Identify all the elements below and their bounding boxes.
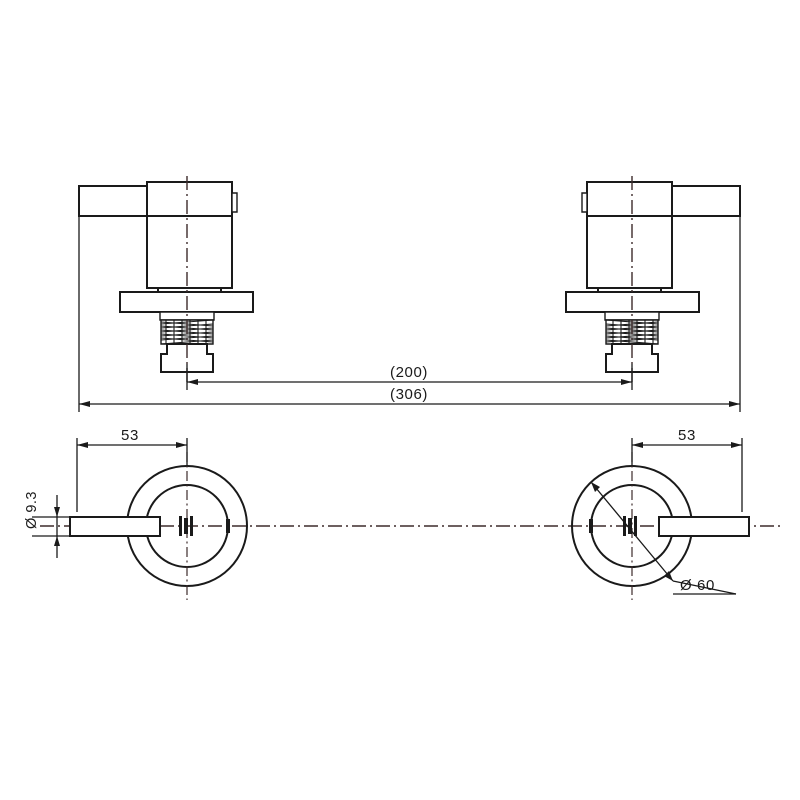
dim200-arrow-left xyxy=(187,379,198,385)
dim93-label: Ø 9.3 xyxy=(24,491,40,529)
dim306-label: (306) xyxy=(390,386,428,403)
dimension-center-to-center: (200) xyxy=(186,364,633,390)
left-knob-nub xyxy=(231,192,238,213)
dimension-lever-left-53: 53 xyxy=(76,427,188,512)
right-knob-nub xyxy=(581,192,588,213)
dim53r-arrow-left xyxy=(632,442,643,448)
dimension-lever-right-53: 53 xyxy=(631,427,743,512)
dim53l-arrow-left xyxy=(77,442,88,448)
dim60-label: Ø 60 xyxy=(680,577,715,594)
dimension-escutcheon-diameter: Ø 60 xyxy=(590,481,737,595)
dimension-overall-width: (306) xyxy=(78,188,741,412)
dim60-leader-diagonal xyxy=(590,481,674,582)
left-inner-tick xyxy=(226,519,230,533)
dim60-arrow-lower xyxy=(664,571,673,581)
left-lever-bar xyxy=(69,516,161,537)
dim306-arrow-right xyxy=(729,401,740,407)
left-hub-detail xyxy=(179,516,193,536)
dim53r-arrow-right xyxy=(731,442,742,448)
dim53l-arrow-right xyxy=(176,442,187,448)
left-escutcheon-group xyxy=(69,452,248,600)
left-knob-upper xyxy=(146,181,233,217)
right-hub-detail xyxy=(623,516,637,536)
right-lever-bar xyxy=(658,516,750,537)
dim306-arrow-left xyxy=(79,401,90,407)
dim93-arrow-top xyxy=(54,507,60,517)
left-valve-assembly xyxy=(78,176,254,382)
plan-view: 53 53 Ø 9.3 xyxy=(24,427,782,600)
right-knob-upper xyxy=(586,181,673,217)
right-valve-assembly xyxy=(565,176,741,382)
left-knob-lower xyxy=(146,215,233,289)
dim53r-label: 53 xyxy=(678,427,696,444)
dimension-bar-diameter: Ø 9.3 xyxy=(24,491,88,558)
dim60-leader-shoulder xyxy=(672,580,737,595)
dim60-arrow-upper xyxy=(591,482,600,492)
right-escutcheon-group xyxy=(571,452,750,600)
dim53l-label: 53 xyxy=(121,427,139,444)
dim200-arrow-right xyxy=(621,379,632,385)
elevation-view: (200) (306) xyxy=(78,176,741,412)
right-inner-tick xyxy=(589,519,593,533)
right-knob-lower xyxy=(586,215,673,289)
dim200-label: (200) xyxy=(390,364,428,381)
dim93-arrow-bottom xyxy=(54,536,60,546)
